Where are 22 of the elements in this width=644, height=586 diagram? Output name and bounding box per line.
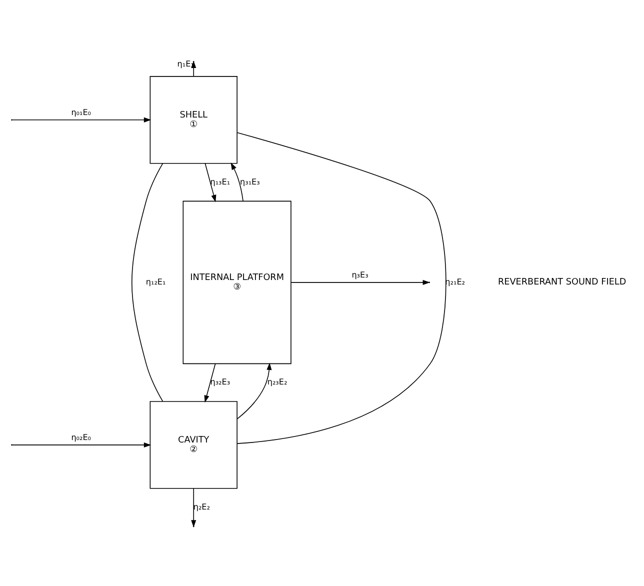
arrow <box>204 162 216 202</box>
edge-label: η₀₁E₀ <box>71 108 92 117</box>
edge-label: η₁₃E₁ <box>210 176 230 186</box>
edge-label: η₂₃E₂ <box>267 377 288 386</box>
edge-label: η₁₂E₁ <box>146 276 166 286</box>
label: REVERBERANT SOUND FIELD <box>498 277 626 288</box>
arrow <box>230 162 244 202</box>
arrow <box>204 362 216 402</box>
connector <box>131 162 164 402</box>
edge-label: η₁E₁ <box>177 59 194 68</box>
connector <box>236 132 446 444</box>
edge-label: η₂E₂ <box>193 502 210 511</box>
node-box: SHELL ① <box>150 76 238 164</box>
arrow <box>12 116 152 122</box>
edge-label: η₃₂E₃ <box>210 377 230 386</box>
node-box: CAVITY ② <box>150 400 238 488</box>
arrow <box>12 442 152 447</box>
node-box: INTERNAL PLATFORM ③ <box>182 200 292 364</box>
arrow <box>236 362 272 419</box>
edge-label: η₃₁E₃ <box>240 176 260 186</box>
edge-label: η₀₂E₀ <box>71 432 92 442</box>
edge-label: η₃E₃ <box>352 270 368 280</box>
